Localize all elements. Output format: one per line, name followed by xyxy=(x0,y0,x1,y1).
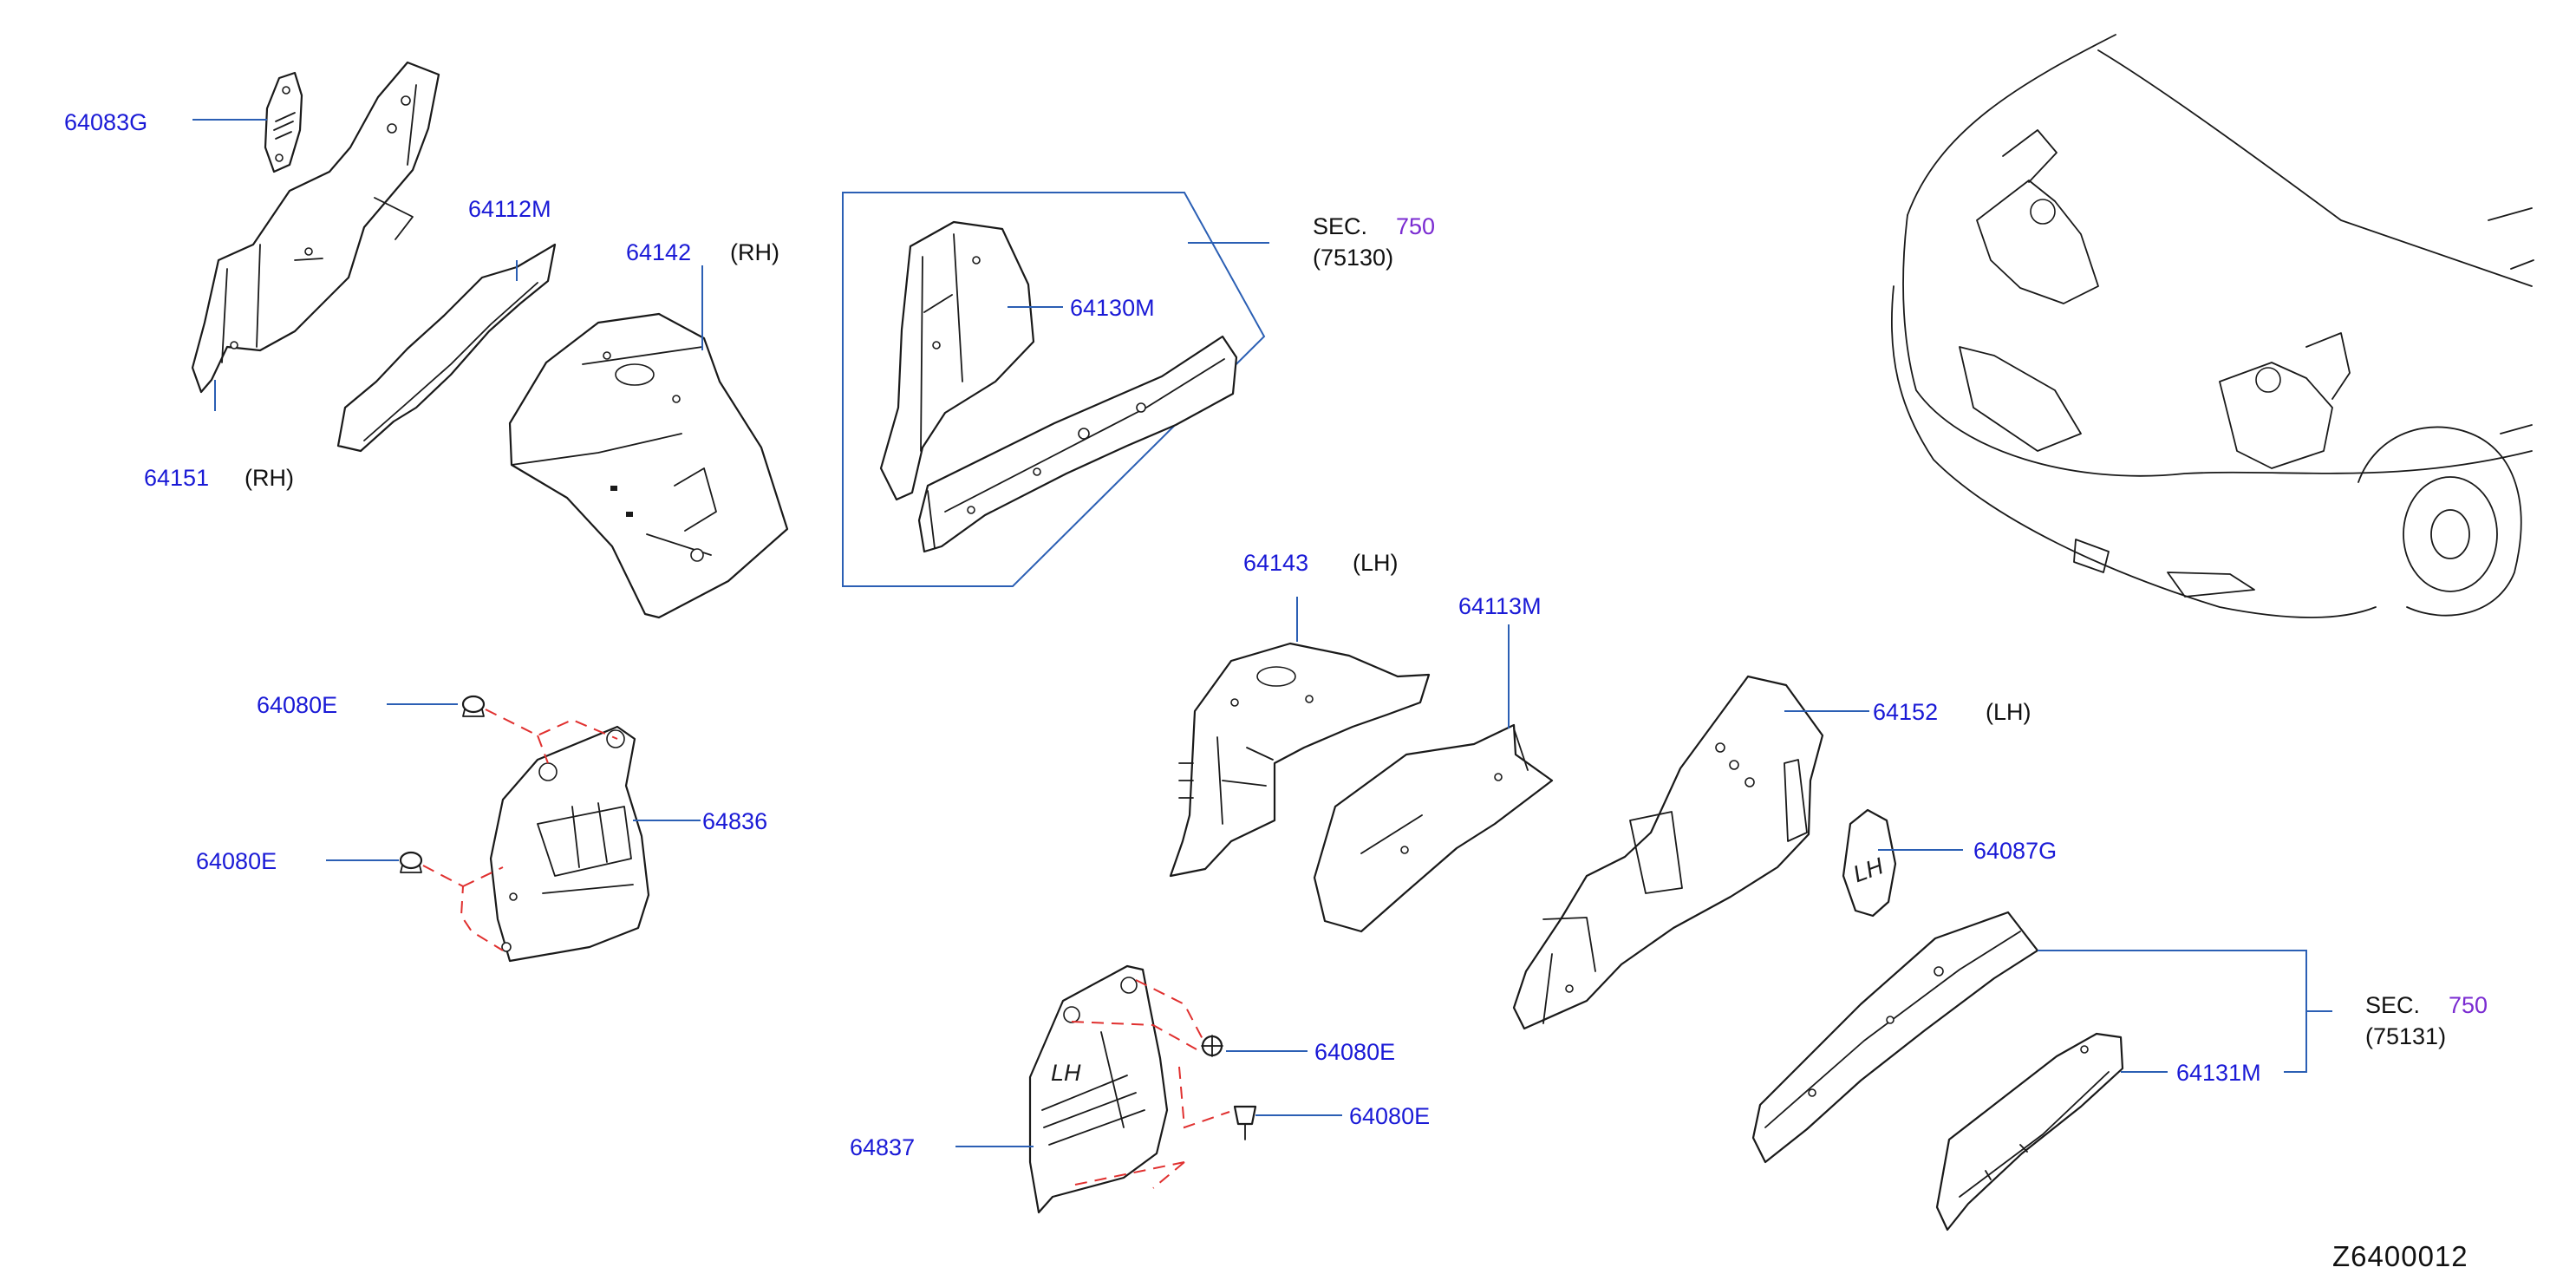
part-75131-rail-shape xyxy=(1751,911,2039,1164)
section-750-label: SEC. xyxy=(2365,992,2420,1018)
label-64113M: 64113M xyxy=(1458,593,1542,619)
diagram-code: Z6400012 xyxy=(2332,1240,2468,1272)
part-64837-shape: LH xyxy=(1028,964,1169,1214)
vehicle-front-icon xyxy=(1890,34,2534,618)
label-64152: 64152 xyxy=(1873,699,1938,725)
label-64837: 64837 xyxy=(850,1134,915,1160)
label-64130M: 64130M xyxy=(1070,295,1155,321)
section-75130-subcode: (75130) xyxy=(1313,245,1393,271)
leader-lines xyxy=(192,119,2332,1147)
label-64080E-lower: 64080E xyxy=(196,848,277,874)
part-64836-shape xyxy=(489,725,650,963)
part-64152-shape xyxy=(1512,675,1824,1030)
part-75130-rail-shape xyxy=(917,335,1238,553)
label-64131M: 64131M xyxy=(2176,1060,2261,1086)
label-64151-note: (RH) xyxy=(245,465,294,491)
label-64142-note: (RH) xyxy=(730,239,779,265)
part-64151-shape xyxy=(191,61,440,394)
label-64152-note: (LH) xyxy=(1986,699,2031,725)
fastener-guide-lines-left xyxy=(422,709,618,951)
clip-icon xyxy=(1233,1105,1257,1140)
section-75131-subcode: (75131) xyxy=(2365,1023,2446,1049)
label-64142: 64142 xyxy=(626,239,691,265)
label-64112M: 64112M xyxy=(468,196,551,222)
part-labels: 64083G 64151 (RH) 64112M 64142 (RH) 6413… xyxy=(64,109,2488,1272)
part-64143-shape xyxy=(1169,642,1431,878)
part-64112M-shape xyxy=(336,243,557,453)
section-75130-outline xyxy=(842,192,1266,587)
label-64087G: 64087G xyxy=(1973,838,2057,864)
section-750-number: 750 xyxy=(2449,992,2488,1018)
label-64080E-clip-lower: 64080E xyxy=(1349,1103,1430,1129)
label-64083G: 64083G xyxy=(64,109,147,135)
part-64113M-shape xyxy=(1313,723,1554,933)
label-64080E-upper: 64080E xyxy=(257,692,337,718)
bolt-icon xyxy=(461,695,486,717)
label-64080E-clip-upper: 64080E xyxy=(1314,1039,1395,1065)
part-64130M-shape xyxy=(879,220,1035,501)
part-64142-shape xyxy=(508,312,789,619)
label-64143: 64143 xyxy=(1243,550,1308,576)
label-64836: 64836 xyxy=(702,808,767,834)
label-64143-note: (LH) xyxy=(1353,550,1399,576)
part-64087G-shape: LH xyxy=(1842,808,1897,918)
part-64083G-shape xyxy=(264,71,303,173)
clip-icon xyxy=(1201,1035,1223,1057)
section-750-label: SEC. xyxy=(1313,213,1367,239)
lh-marking: LH xyxy=(1051,1060,1081,1086)
part-64131M-shape xyxy=(1935,1032,2124,1231)
label-64151: 64151 xyxy=(144,465,209,491)
section-750-number: 750 xyxy=(1396,213,1435,239)
bolt-icon xyxy=(399,851,423,873)
fastener-guide-lines-bottom xyxy=(1071,979,1230,1189)
